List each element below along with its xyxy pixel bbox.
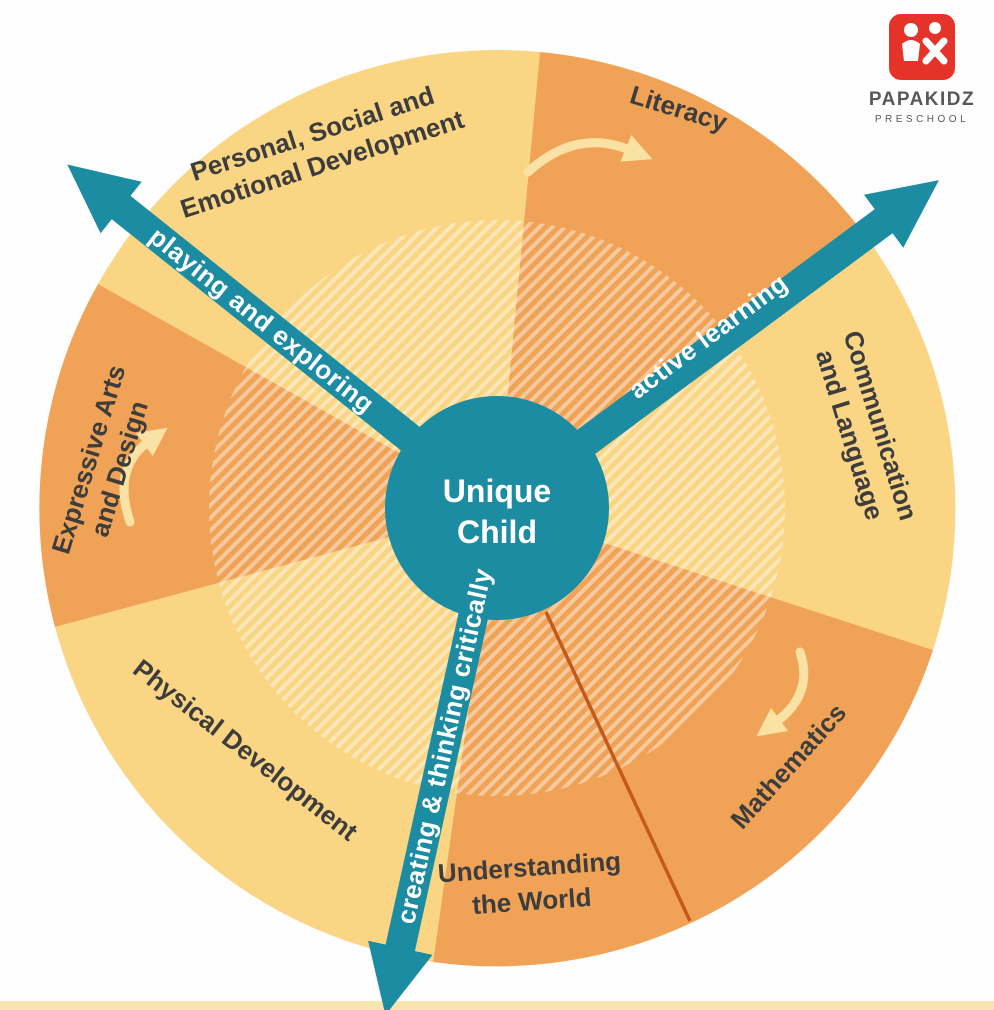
logo-tagline-text: PRESCHOOL <box>874 114 970 125</box>
logo-brand-text: PAPAKIDZ <box>868 89 976 110</box>
logo-figure-head-icon <box>904 23 918 37</box>
logo-icon <box>889 14 955 80</box>
center-label-line1: Unique <box>443 473 551 509</box>
logo-figure-body-icon <box>902 40 920 61</box>
curved-arrow-icon <box>756 647 809 737</box>
logo-kid-body-icon <box>922 37 948 65</box>
curved-arrow-icon <box>119 427 168 527</box>
page-edge-strip <box>0 1001 994 1010</box>
center-label-line2: Child <box>457 514 537 550</box>
curved-arrow-icon <box>523 134 653 177</box>
segment-divider-line <box>544 611 692 922</box>
logo-kid-head-icon <box>929 22 941 34</box>
logo: PAPAKIDZ PRESCHOOL <box>856 14 988 125</box>
center-circle <box>385 396 609 620</box>
logo-icon-background <box>889 14 955 80</box>
